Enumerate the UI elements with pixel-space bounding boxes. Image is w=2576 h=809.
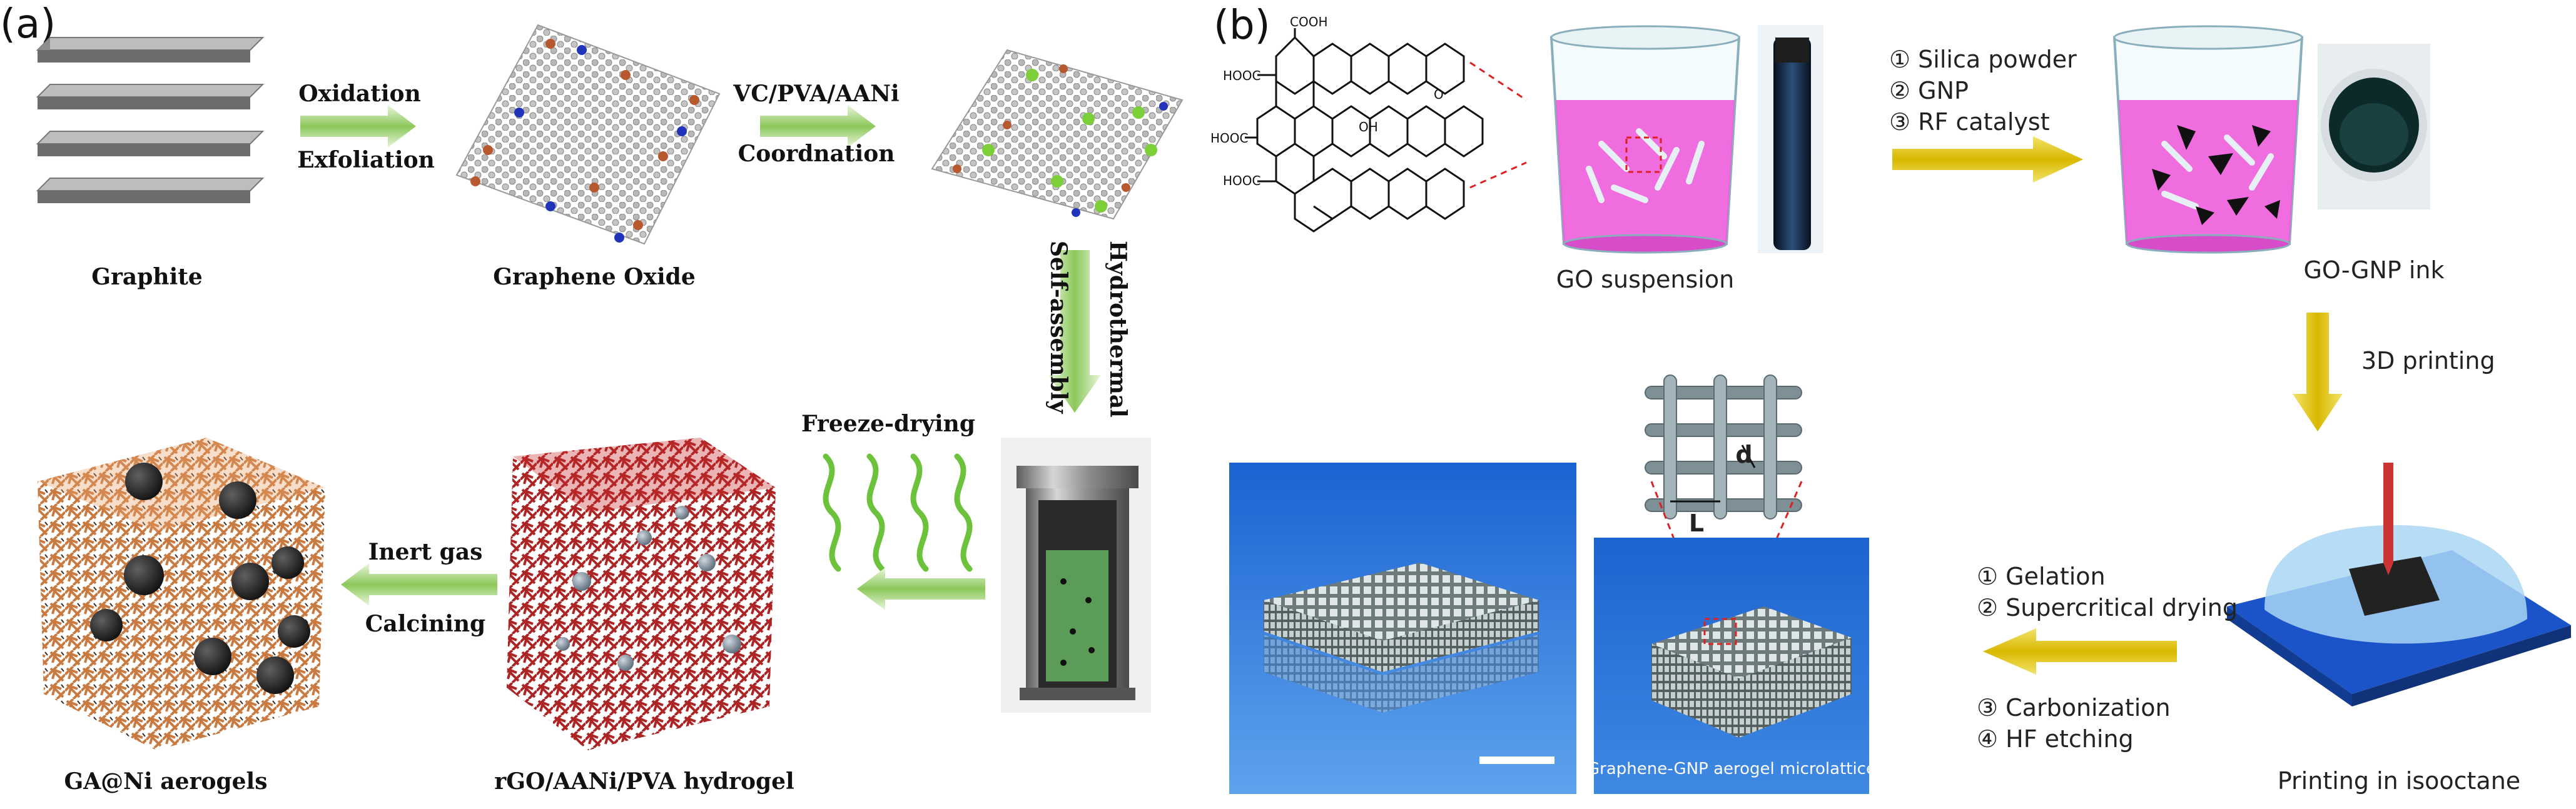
microlattice-caption: Graphene-GNP aerogel microlattice <box>1587 760 1876 778</box>
lattice-photo <box>1229 463 1576 794</box>
coordination-arrow <box>760 105 876 148</box>
step1-bottom-label: Exfoliation <box>297 147 435 173</box>
chem-label-hooc-1: HOOC <box>1223 68 1261 83</box>
graphite-caption: Graphite <box>91 264 203 290</box>
graphene-oxide-sheet <box>455 24 721 245</box>
chem-label-o: O <box>1434 87 1444 102</box>
printing-caption: Printing in isooctane <box>2278 767 2520 795</box>
additive-3: ③ RF catalyst <box>1889 108 2050 136</box>
panel-a-label: (a) <box>0 1 56 48</box>
go-gnp-ink-beaker <box>2112 25 2304 254</box>
freeze-drying-waves <box>823 453 973 572</box>
graphene-oxide-caption: Graphene Oxide <box>493 264 695 290</box>
vial-photo <box>1758 25 1823 253</box>
additive-1: ① Silica powder <box>1889 46 2077 73</box>
microlattice-render <box>1594 538 1869 794</box>
mixing-arrow <box>1892 136 2083 183</box>
go-suspension-caption: GO suspension <box>1556 266 1734 293</box>
chem-label-hooc-3: HOOC <box>1223 173 1261 188</box>
hydrogel-caption: rGO/AANi/PVA hydrogel <box>494 768 794 795</box>
step5-top-label: Inert gas <box>368 539 483 565</box>
freeze-drying-arrow <box>857 568 985 610</box>
step3-left-label: Self-assembly <box>1045 241 1072 414</box>
printing-step-label: 3D printing <box>2361 347 2495 374</box>
aerogel-caption: GA@Ni aerogels <box>64 768 267 795</box>
coordinated-graphene-sheet <box>931 49 1184 220</box>
go-chemical-structure <box>1245 28 1484 233</box>
chem-label-hooc-2: HOOC <box>1210 131 1249 146</box>
chem-label-cooh: COOH <box>1290 14 1328 29</box>
printing-bath-illustration <box>2227 463 2571 706</box>
printing-arrow <box>2293 313 2343 431</box>
step2-top-label: VC/PVA/AANi <box>733 81 899 107</box>
step3-right-label: Hydrothermal <box>1105 241 1131 418</box>
calcining-arrow <box>341 563 497 606</box>
hydrothermal-arrow <box>1048 250 1101 413</box>
go-suspension-beaker <box>1549 25 1741 254</box>
post-processing-arrow <box>1983 628 2177 675</box>
lattice-l-label: L <box>1689 510 1704 537</box>
ink-jar-photo <box>2318 44 2430 209</box>
post-step-4: ④ HF etching <box>1977 725 2134 753</box>
lattice-schematic <box>1645 374 1802 520</box>
post-step-1: ① Gelation <box>1977 563 2106 590</box>
step5-bottom-label: Calcining <box>365 611 485 637</box>
step4-top-label: Freeze-drying <box>801 411 975 437</box>
step2-bottom-label: Coordnation <box>738 141 895 167</box>
additive-2: ② GNP <box>1889 77 1969 104</box>
post-step-2: ② Supercritical drying <box>1977 594 2238 621</box>
step1-top-label: Oxidation <box>298 81 421 107</box>
zoom-lines <box>1469 61 1527 189</box>
hydrogel-cube <box>507 438 776 750</box>
chem-label-oh: OH <box>1359 119 1378 134</box>
graphite-illustration <box>36 37 265 203</box>
autoclave-illustration <box>1001 438 1151 713</box>
post-step-3: ③ Carbonization <box>1977 694 2171 721</box>
panel-b-label: (b) <box>1214 3 1270 49</box>
lattice-d-label: d <box>1735 441 1752 468</box>
oxidation-arrow <box>300 105 416 148</box>
ink-caption: GO-GNP ink <box>2303 256 2444 284</box>
aerogel-cube <box>38 438 325 750</box>
